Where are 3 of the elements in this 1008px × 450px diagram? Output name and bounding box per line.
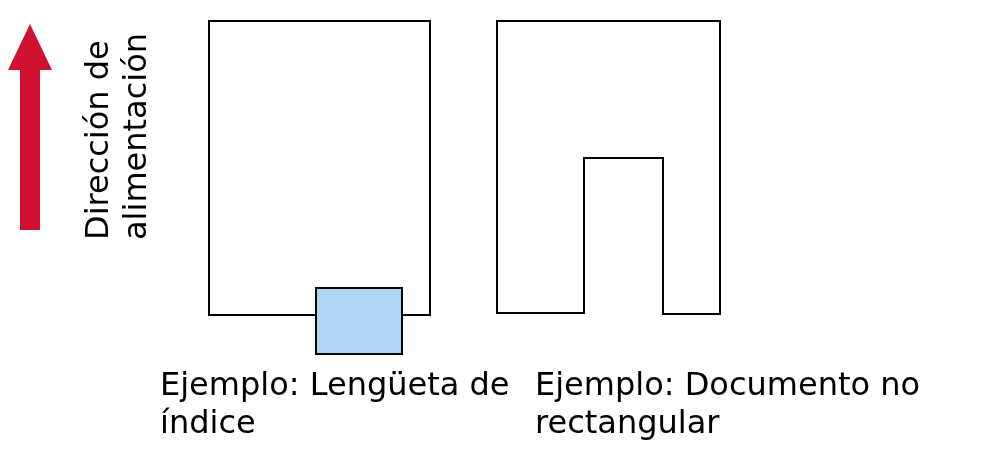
example-caption: Ejemplo: Lengüeta de índice [160, 365, 511, 441]
example-caption: Ejemplo: Documento no rectangular [535, 365, 922, 441]
direction-label: Dirección de alimentación [78, 31, 154, 240]
